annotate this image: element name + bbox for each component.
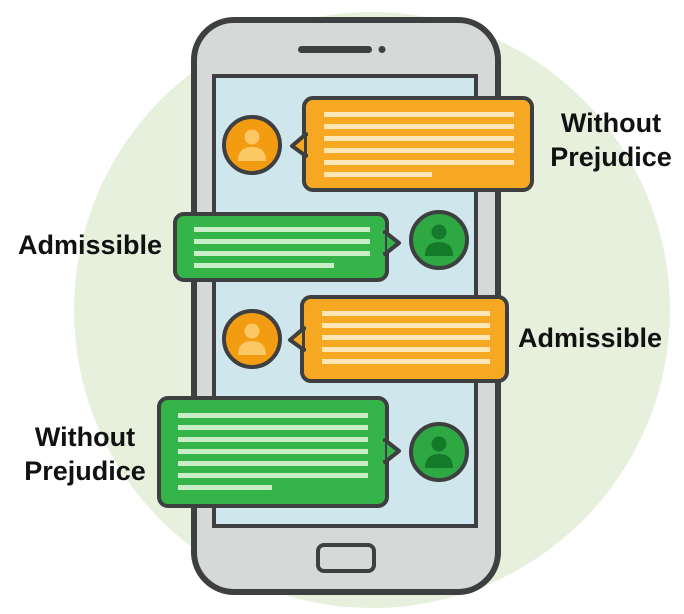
person-icon (409, 210, 469, 270)
person-icon (222, 309, 282, 369)
label-message-2: Admissible (18, 228, 162, 262)
phone-speaker (298, 46, 372, 53)
label-message-1: Without Prejudice (546, 106, 676, 174)
phone-camera (378, 46, 386, 53)
label-message-3: Admissible (518, 321, 662, 355)
message-bubble-3 (288, 295, 509, 383)
label-message-4: Without Prejudice (18, 420, 152, 488)
label-line: Prejudice (550, 142, 672, 172)
label-line: Prejudice (24, 456, 146, 486)
label-line: Admissible (518, 323, 663, 353)
label-line: Without (560, 108, 662, 138)
message-bubble-1 (290, 96, 534, 192)
label-line: Admissible (18, 230, 163, 260)
home-button[interactable] (316, 543, 376, 573)
label-line: Without (34, 422, 136, 452)
person-icon (409, 422, 469, 482)
message-bubble-4 (157, 396, 401, 508)
message-bubble-2 (173, 212, 401, 282)
person-icon (222, 115, 282, 175)
